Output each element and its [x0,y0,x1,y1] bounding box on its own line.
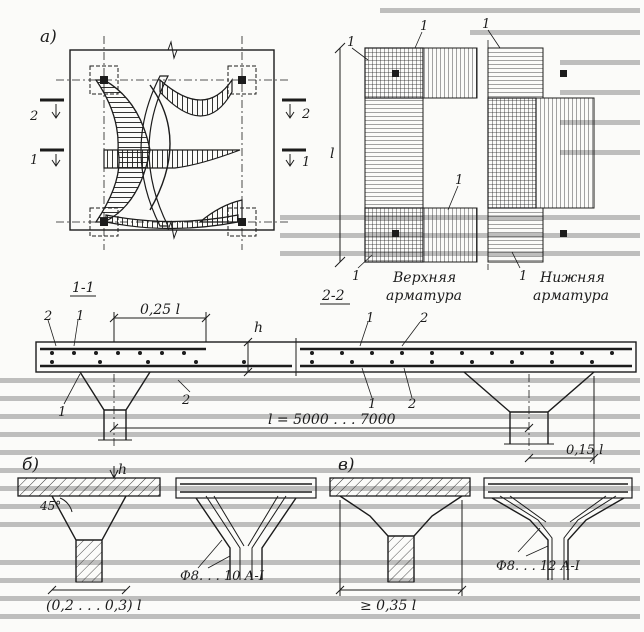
sec-label-1c: 1 [366,311,374,326]
rebar-lines [40,347,632,368]
bottom-mesh-strip-3 [487,207,544,263]
mesh-span-label: l [330,146,334,162]
mesh-label-1f: 1 [519,269,527,284]
sec-label-1a: 1 [76,309,84,324]
marker-1-right: 1 [302,155,310,170]
top-mesh-strip-3 [422,207,478,263]
mesh-label-1e: 1 [352,269,360,284]
sec-label-1b: 1 [58,405,66,420]
dim-capital-label: 0,15 l [566,443,603,458]
dim-slab-h-label: h [254,320,263,336]
section-11-title: 1-1 [72,280,95,296]
sec-label-1d: 1 [368,397,376,412]
section-callouts [47,319,421,405]
slab-hatched-b [17,477,161,497]
mesh-columns-top [392,70,399,237]
marker-2-right: 2 [301,107,310,122]
b-h-label: h [118,462,127,478]
break-mark-top [167,40,178,60]
capital-left [79,371,151,440]
mesh-label-1d: 1 [455,173,463,188]
capital-detail-v: в) ≥ 0,35 l Ф8. . . 12 А-I [329,455,633,614]
label-fig-a: а) [40,27,57,47]
sec-label-2a: 2 [43,309,52,324]
marker-1-left: 1 [30,153,38,168]
dim-cap-width-label: (0,2 . . . 0,3) l [46,598,142,614]
top-mesh-strip-2 [364,97,424,209]
sections-11-22: 1-1 2-2 [35,280,637,464]
rebar-dots [50,351,614,364]
label-fig-v: в) [338,455,355,475]
reinforcement-mesh-plan: l 1 1 1 1 1 1 Верхняя арматура Нижняя ар… [330,17,609,304]
bottom-reinforcement-label-1: Нижняя [539,270,605,286]
mesh-label-1b: 1 [420,19,428,34]
bars-v-label: Ф8. . . 12 А-I [496,559,581,574]
label-fig-b: б) [22,455,39,475]
sec-label-2b: 2 [181,393,190,408]
slab-v-right [483,477,633,499]
bottom-mesh-center [487,97,537,209]
top-reinforcement-label-2: арматура [386,288,462,304]
sec-label-2c: 2 [419,311,428,326]
mesh-label-1a: 1 [347,35,355,50]
column-axes [56,36,290,250]
dim-quarter-span-label: 0,25 l [140,302,180,318]
mesh-callouts [351,29,521,269]
slab-section [35,341,637,373]
bars-b-label: Ф8. . . 10 А-I [180,569,265,584]
mesh-columns-bottom [560,70,567,237]
bottom-reinforcement-label-2: арматура [533,288,609,304]
marker-2-left: 2 [29,109,38,124]
slab-hatched-v [329,477,471,497]
sec-label-2d: 2 [407,397,416,412]
top-reinforcement-label-1: Верхняя [392,270,456,286]
slab-b-right [175,477,317,499]
section-22-title: 2-2 [321,288,345,304]
capital-detail-b: б) 45° h (0,2 . . . 0,3) l Ф8. . . 10 А-… [17,455,317,614]
plan-view-a: а) [29,27,310,250]
bottom-mesh-strip-1 [487,47,544,99]
bottom-mesh-strip-2 [535,97,595,209]
top-mesh-strip-1 [422,47,478,99]
dim-span-label: l = 5000 . . . 7000 [268,412,396,428]
moment-diagrams [94,75,243,230]
dim-cap-min-label: ≥ 0,35 l [360,598,416,614]
angle-45-label: 45° [39,499,61,513]
mesh-label-1c: 1 [482,17,490,32]
section-markers-plan: 2 1 2 1 [29,98,310,170]
